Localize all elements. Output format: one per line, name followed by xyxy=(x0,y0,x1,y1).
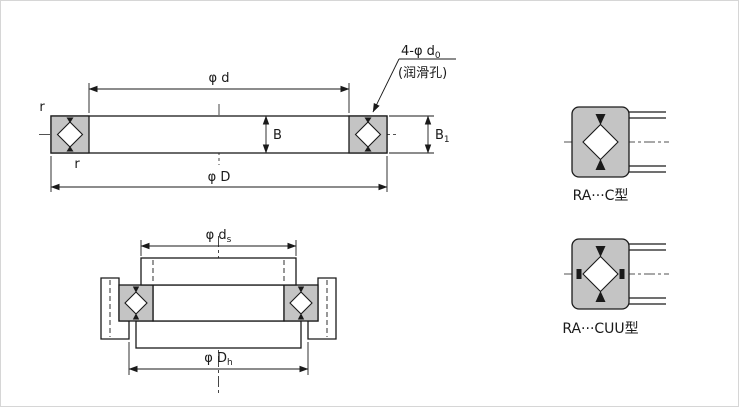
top-spacer xyxy=(595,114,606,125)
mounting-section-view: φ ds φ Dh xyxy=(100,228,337,393)
fillet-label-r-bottom: r xyxy=(74,157,80,172)
fillet-label-r-top: r xyxy=(39,100,45,115)
left-roller-bottom-spacer xyxy=(132,313,140,320)
clamp-plate xyxy=(140,257,297,286)
right-roller-top-spacer xyxy=(364,117,372,123)
main-section-view: φ d φ D B B1 r r 4-φ d0 (润滑孔) xyxy=(39,44,456,192)
detail-view-cuu-type: RA···CUU型 xyxy=(562,238,669,337)
dim-label-phi-ds-sub: s xyxy=(227,235,232,245)
bottom-spacer xyxy=(595,159,606,170)
dim-label-phi-d: φ d xyxy=(209,71,230,86)
dim-label-B1: B1 xyxy=(435,128,450,145)
shaft-support-section xyxy=(135,320,302,349)
dim-phi-ds: φ ds xyxy=(140,228,297,256)
detail-label-cuu-type: RA···CUU型 xyxy=(562,321,638,337)
dim-label-B: B xyxy=(273,128,282,143)
left-roller-top-spacer xyxy=(66,117,74,123)
bearing-body-outline xyxy=(50,115,388,154)
right-roller-bottom-spacer xyxy=(364,146,372,152)
dim-label-phi-Dh-main: φ D xyxy=(204,351,227,366)
dim-label-phi-D: φ D xyxy=(208,170,231,185)
dim-label-phi-Dh-sub: h xyxy=(227,358,233,368)
dim-label-phi-Dh: φ Dh xyxy=(204,351,232,368)
top-spacer xyxy=(595,246,606,257)
lube-hole-annotation: 4-φ d0 (润滑孔) xyxy=(372,44,456,113)
right-seal xyxy=(619,269,625,279)
dim-B1: B1 xyxy=(389,115,450,154)
dim-phi-d: φ d xyxy=(88,71,350,113)
lube-hole-label: 4-φ d0 xyxy=(401,44,441,61)
detail-view-c-type: RA···C型 xyxy=(564,106,669,204)
left-roller-bottom-spacer xyxy=(66,146,74,152)
leader-line xyxy=(372,58,400,113)
detail-label-c-type: RA···C型 xyxy=(573,188,629,204)
left-roller-top-spacer xyxy=(132,286,140,293)
dim-label-B1-main: B xyxy=(435,128,444,143)
lube-hole-label-main: 4-φ d xyxy=(401,44,435,59)
left-seal xyxy=(576,269,582,279)
dim-phi-Dh: φ Dh xyxy=(128,342,309,375)
dim-label-phi-ds: φ ds xyxy=(206,228,232,245)
right-roller-bottom-spacer xyxy=(297,313,305,320)
dim-label-B1-sub: 1 xyxy=(444,135,450,145)
right-roller-top-spacer xyxy=(297,286,305,293)
lube-hole-label-sub: 0 xyxy=(435,51,441,61)
dim-phi-D: φ D xyxy=(50,156,388,192)
dim-B: B xyxy=(262,115,282,154)
inner-ring-strip xyxy=(152,284,285,322)
lube-hole-note: (润滑孔) xyxy=(398,66,447,81)
dim-label-phi-ds-main: φ d xyxy=(206,228,227,243)
bottom-spacer xyxy=(595,291,606,302)
